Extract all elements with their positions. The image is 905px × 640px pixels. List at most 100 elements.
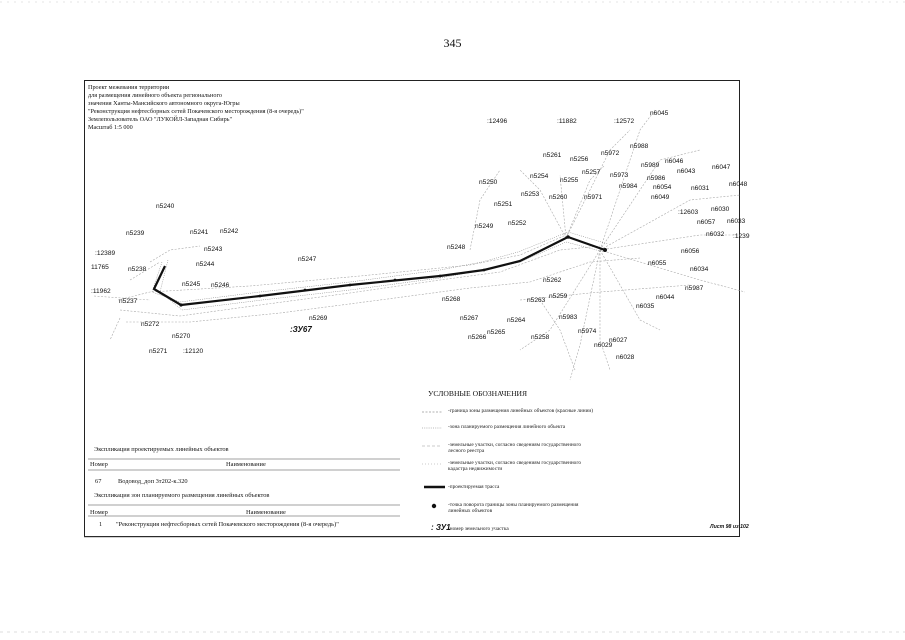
map-point-label: n6054: [653, 184, 672, 191]
map-point-label: n6031: [691, 185, 710, 192]
parcel-number-symbol: : ЗУ1: [431, 523, 451, 532]
map-point-label: n5246: [211, 282, 230, 289]
map-point-label: n5266: [468, 334, 487, 341]
objects-table-row-name: Водовод_доп 3т202-к.320: [118, 478, 188, 485]
map-point-label: :12120: [183, 348, 204, 355]
drawing-header: Проект межевания территории для размещен…: [88, 84, 304, 131]
map-point-label: 11765: [91, 264, 109, 271]
legend-item: -зона планируемого размещения линейного …: [448, 424, 566, 430]
map-point-label: n5250: [479, 179, 498, 186]
map-point-label: n5262: [543, 277, 562, 284]
header-line: Землепользователь ОАО "ЛУКОЙЛ-Западная С…: [88, 115, 233, 123]
map-point-label: n5252: [508, 220, 527, 227]
objects-table-row-number: 67: [95, 478, 102, 485]
map-point-label: :11882: [557, 118, 577, 125]
map-point-label: n5984: [619, 183, 638, 190]
map-point-label: n5243: [204, 246, 223, 253]
map-point-label: n6056: [681, 248, 700, 255]
map-point-label: n5259: [549, 293, 568, 300]
map-point-label: n5260: [549, 194, 568, 201]
map-point-label: n6057: [697, 219, 716, 226]
legend-item: -номер земельного участка: [448, 526, 509, 532]
map-point-label: n6046: [665, 158, 684, 165]
map-point-label: n5258: [531, 334, 550, 341]
legend-title: УСЛОВНЫЕ ОБОЗНАЧЕНИЯ: [428, 389, 528, 398]
map-point-label: n5251: [494, 201, 513, 208]
objects-table-col-number: Номер: [90, 461, 108, 468]
legend-item: -граница зоны размещения линейных объект…: [448, 408, 594, 414]
page-number: 345: [443, 36, 462, 50]
map-point-label: n5987: [685, 285, 704, 292]
map-point-label: n6055: [648, 260, 667, 267]
header-line: для размещения линейного объекта региона…: [88, 91, 222, 99]
map-point-label: n5237: [119, 298, 138, 305]
parcel-number: :ЗУ67: [290, 325, 312, 334]
map-point-label: n6045: [650, 110, 669, 117]
map-point-label: n5248: [447, 244, 466, 251]
map-point-label: n5971: [584, 194, 603, 201]
map-point-label: n5249: [475, 223, 494, 230]
header-line: Проект межевания территории: [88, 84, 170, 91]
zones-table-col-name: Наименование: [246, 509, 286, 516]
route-vertices: [179, 235, 607, 307]
zones-table-col-number: Номер: [90, 509, 108, 516]
map-point-label: n5986: [647, 175, 666, 182]
map-point-label: n5238: [128, 266, 147, 273]
legend-symbols: [422, 411, 445, 509]
zones-table-row-number: 1: [99, 521, 103, 528]
map-point-label: :11962: [91, 288, 111, 295]
map-point-label: n5270: [172, 333, 191, 340]
map-point-label: n5247: [298, 256, 317, 263]
map-point-label: n5241: [190, 229, 209, 236]
map-point-label: n5989: [641, 162, 660, 169]
map-point-label: n5253: [521, 191, 540, 198]
legend-item: -проектируемая трасса: [448, 484, 500, 490]
map-point-label: :12603: [678, 209, 699, 216]
map-point-label: n6032: [706, 231, 725, 238]
map-point-label: n6028: [616, 354, 635, 361]
map-point-label: n5269: [309, 315, 328, 322]
map-point-label: n5972: [601, 150, 620, 157]
map-point-label: n6034: [690, 266, 709, 273]
map-point-label: n6027: [609, 337, 628, 344]
parcel-boundaries: [93, 109, 746, 381]
objects-table-col-name: Наименование: [226, 461, 266, 468]
point-labels: :12496 :11882 :12572 n6045 n5988 n5261 n5972 n5…: [91, 110, 750, 361]
map-point-label: :12572: [614, 118, 635, 125]
map-point-label: :1239: [733, 233, 750, 240]
map-point-label: n5239: [126, 230, 145, 237]
map-point-label: n5974: [578, 328, 597, 335]
map-point-label: n6049: [651, 194, 670, 201]
map-point-label: n5272: [141, 321, 160, 328]
map-point-label: n5255: [560, 177, 579, 184]
map-point-label: n5257: [582, 169, 601, 176]
map-point-label: n5268: [442, 296, 461, 303]
map-point-label: n6047: [712, 164, 731, 171]
map-point-label: n5245: [182, 281, 201, 288]
map-point-label: n5983: [559, 314, 578, 321]
map-point-label: :12496: [487, 118, 508, 125]
map-point-label: n5254: [530, 173, 549, 180]
map-point-label: n6035: [636, 303, 655, 310]
map-point-label: n6044: [656, 294, 675, 301]
map-point-label: n6043: [677, 168, 696, 175]
map-point-label: n5973: [610, 172, 629, 179]
map-point-label: n5988: [630, 143, 649, 150]
map-point-label: n5244: [196, 261, 215, 268]
header-line: значения Ханты-Мансийского автономного о…: [88, 99, 240, 107]
table-rules: [84, 458, 440, 538]
zones-table-row-name: "Реконструкция нефтесборных сетей Покаче…: [116, 521, 339, 528]
map-point-label: n5242: [220, 228, 239, 235]
map-point-label: n5256: [570, 156, 589, 163]
legend-item: -земельные участки, согласно сведениям г…: [448, 442, 582, 455]
map-point-label: n6033: [727, 218, 746, 225]
map-point-label: n5264: [507, 317, 526, 324]
header-line: "Реконструкция нефтесборных сетей Покаче…: [88, 107, 304, 115]
map-point-label: n5263: [527, 297, 546, 304]
map-point-label: n5261: [543, 152, 562, 159]
legend-item: -точка поворота границы зоны планируемог…: [448, 502, 579, 515]
map-point-label: n6029: [594, 342, 613, 349]
drawing-frame: [84, 80, 740, 537]
map-point-label: n6048: [729, 181, 748, 188]
